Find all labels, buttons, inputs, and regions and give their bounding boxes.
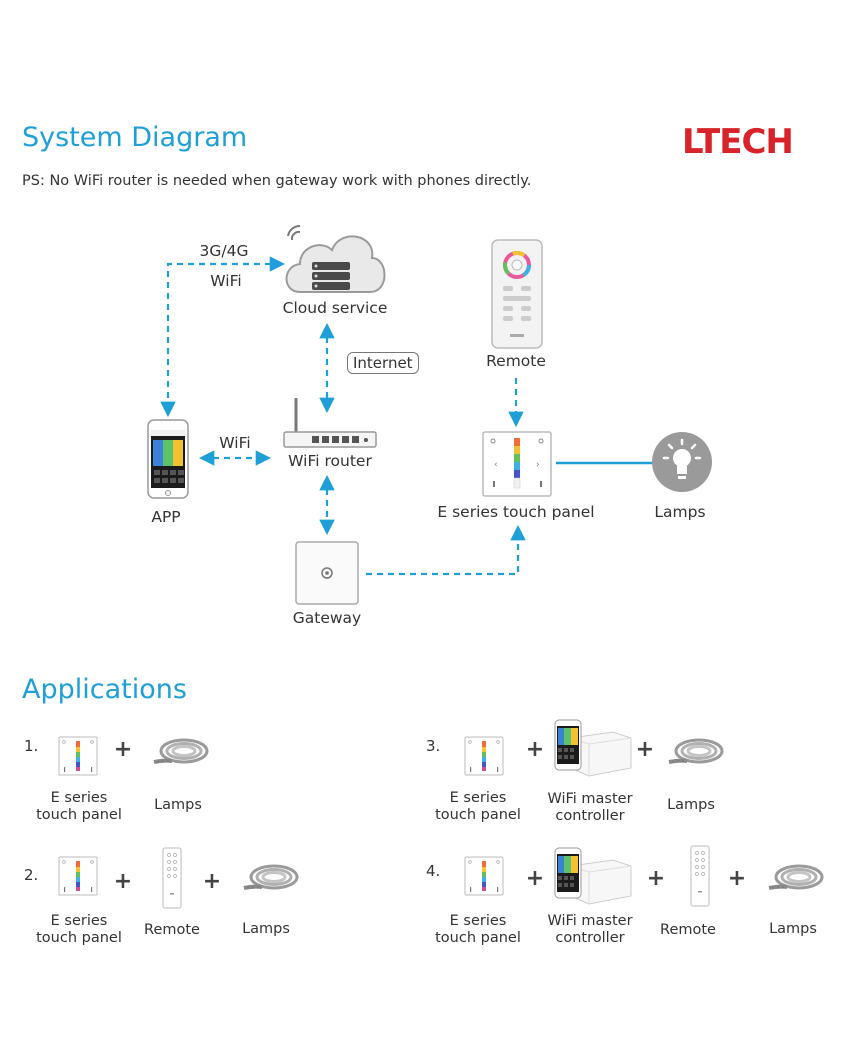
gateway-icon <box>295 541 359 605</box>
app-2-lamps-label: Lamps <box>242 921 290 937</box>
wifi-master-controller-icon <box>553 718 633 780</box>
app-label: APP <box>151 508 181 526</box>
plus-sign: + <box>113 869 133 894</box>
touch-panel-icon <box>464 856 504 896</box>
remote-icon <box>162 847 182 909</box>
plus-sign: + <box>113 737 133 762</box>
wifi-master-controller-icon <box>553 846 633 908</box>
app-4-lamps-label: Lamps <box>769 921 817 937</box>
link-label-wifi-app: WiFi <box>219 434 251 452</box>
led-strip-icon <box>150 736 210 772</box>
section-title-applications: Applications <box>22 674 187 705</box>
remote-icon <box>690 845 710 907</box>
app-1-number: 1. <box>24 737 39 755</box>
lamps-label: Lamps <box>654 503 706 521</box>
link-label-3g4g: 3G/4G <box>199 242 249 260</box>
app-1-lamps-label: Lamps <box>154 797 202 813</box>
note-text: PS: No WiFi router is needed when gatewa… <box>22 173 532 189</box>
plus-sign: + <box>635 737 655 762</box>
app-3-number: 3. <box>426 737 441 755</box>
touch-panel-label: E series touch panel <box>437 503 595 521</box>
led-strip-icon <box>765 862 825 898</box>
remote-label: Remote <box>486 352 546 370</box>
svg-text:‹: ‹ <box>494 460 498 470</box>
plus-sign: + <box>646 866 666 891</box>
touch-panel-icon: ‹ › <box>482 431 552 497</box>
touch-panel-icon <box>464 736 504 776</box>
plus-sign: + <box>202 869 222 894</box>
gateway-label: Gateway <box>292 609 362 627</box>
touch-panel-icon <box>58 736 98 776</box>
phone-icon <box>147 419 189 499</box>
remote-icon <box>491 239 543 349</box>
router-icon <box>283 398 377 448</box>
led-strip-icon <box>665 736 725 772</box>
section-title-system-diagram: System Diagram <box>22 122 248 153</box>
svg-text:›: › <box>536 460 540 470</box>
wifi-router-label: WiFi router <box>288 452 372 470</box>
cloud-icon <box>285 224 386 293</box>
cloud-service-label: Cloud service <box>282 299 388 317</box>
app-4-number: 4. <box>426 862 441 880</box>
app-3-lamps-label: Lamps <box>667 797 715 813</box>
plus-sign: + <box>525 866 545 891</box>
app-4-remote-label: Remote <box>660 922 716 938</box>
link-cloud-app <box>160 256 286 418</box>
app-2-number: 2. <box>24 866 39 884</box>
app-2-remote-label: Remote <box>144 922 200 938</box>
plus-sign: + <box>525 737 545 762</box>
led-strip-icon <box>240 862 300 898</box>
link-gateway-panel <box>366 524 526 576</box>
touch-panel-icon <box>58 856 98 896</box>
internet-badge: Internet <box>347 352 419 374</box>
lamp-bulb-icon <box>652 432 712 492</box>
link-label-wifi-cloud: WiFi <box>210 272 242 290</box>
ltech-logo: LTECH <box>682 122 794 162</box>
plus-sign: + <box>727 866 747 891</box>
